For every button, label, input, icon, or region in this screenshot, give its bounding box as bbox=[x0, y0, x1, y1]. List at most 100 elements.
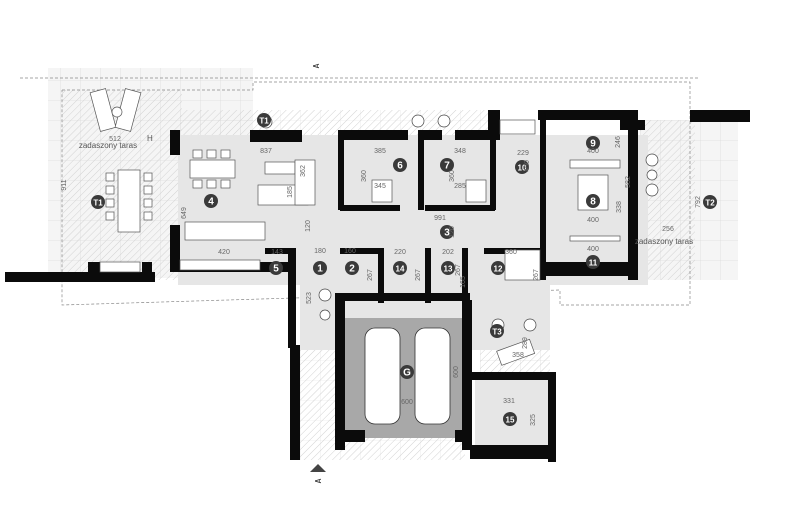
dimension-t2-depth: 792 bbox=[695, 196, 702, 208]
dimension-r12-width: 360 bbox=[505, 249, 517, 256]
room-badge-8: 8 bbox=[586, 194, 600, 208]
dimension-garage-depth: 600 bbox=[453, 366, 460, 378]
dimension-r7-width: 285 bbox=[454, 183, 466, 190]
room-number: 5 bbox=[273, 264, 279, 275]
dimension-t2-width: 256 bbox=[662, 226, 674, 233]
dimension-r2-depth: 267 bbox=[367, 269, 374, 281]
room-number: 7 bbox=[444, 161, 450, 172]
room-number: T1 bbox=[93, 199, 103, 208]
room-number: T2 bbox=[705, 199, 715, 208]
dimension-r5-width: 143 bbox=[271, 249, 283, 256]
dimension-r14-width: 220 bbox=[394, 249, 406, 256]
room-badge-6: 6 bbox=[393, 158, 407, 172]
cars bbox=[364, 327, 451, 425]
dimension-r7-depth: 360 bbox=[449, 170, 456, 182]
room-badge-5: 5 bbox=[269, 261, 283, 275]
dimension-r14-depth: 267 bbox=[415, 269, 422, 281]
dimension-r2-width: 160 bbox=[344, 248, 356, 255]
room-number: 2 bbox=[349, 264, 355, 275]
dimension-kitchen-width: 420 bbox=[218, 249, 230, 256]
room-badge-9: 9 bbox=[586, 136, 600, 150]
dimension-r9-depth: 246 bbox=[615, 136, 622, 148]
svg-text:A: A bbox=[312, 63, 321, 68]
dimension-r8-depth: 338 bbox=[616, 201, 623, 213]
room-number: 14 bbox=[396, 265, 405, 274]
dimension-r13-width: 202 bbox=[442, 249, 454, 256]
svg-text:A: A bbox=[314, 478, 323, 483]
section-marker-top: A bbox=[312, 63, 321, 68]
dimension-r7-top: 348 bbox=[454, 148, 466, 155]
dimension-r13-depth: 267 bbox=[455, 264, 462, 276]
dimension-r13-sub: 165 bbox=[460, 276, 467, 288]
room-badge-t2: T2 bbox=[703, 195, 717, 209]
room-number: 13 bbox=[444, 265, 453, 274]
room-badge-12: 12 bbox=[491, 261, 505, 275]
dimension-r10-depth: 450 bbox=[524, 160, 531, 172]
terrace-label-t2: zadaszony taras bbox=[635, 237, 693, 246]
room-badge-15: 15 bbox=[503, 412, 517, 426]
room-number: 11 bbox=[589, 259, 598, 268]
section-marker-bottom: A bbox=[310, 464, 326, 483]
dimension-r15-width: 331 bbox=[503, 398, 515, 405]
room-badge-t1a: T1 bbox=[91, 195, 105, 209]
dimension-sofa-b: 185 bbox=[287, 186, 294, 198]
room-badge-t1b: T1 bbox=[257, 113, 271, 127]
svg-text:zadaszony taras: zadaszony taras bbox=[635, 237, 693, 246]
room-badge-2: 2 bbox=[345, 261, 359, 275]
section-arrow-icon bbox=[310, 464, 326, 472]
dimension-r12-depth: 267 bbox=[533, 269, 540, 281]
terrace-label-t1: zadaszony taras bbox=[79, 141, 137, 150]
room-badge-7: 7 bbox=[440, 158, 454, 172]
room-number: 9 bbox=[590, 139, 596, 150]
dimension-sofa-a: 362 bbox=[300, 165, 307, 177]
room-badge-g: G bbox=[400, 365, 414, 379]
dimension-r10-width: 229 bbox=[517, 150, 529, 157]
room-number: 6 bbox=[397, 161, 403, 172]
dimension-t1-width: 512 bbox=[109, 136, 121, 143]
dimension-hall-120a: 120 bbox=[305, 220, 312, 232]
room-badge-t3: T3 bbox=[490, 324, 504, 338]
room-badge-1: 1 bbox=[313, 261, 327, 275]
dimension-t1-depth: 911 bbox=[61, 179, 68, 190]
dimension-r6-depth: 360 bbox=[361, 170, 368, 182]
dimension-r9-width: 400 bbox=[587, 148, 599, 155]
room-badge-10: 10 bbox=[515, 160, 529, 174]
dimension-r15-depth: 325 bbox=[530, 414, 537, 426]
dimension-r1-depth: 523 bbox=[306, 292, 313, 304]
dimension-living-depth: 649 bbox=[181, 207, 188, 219]
room-number: 12 bbox=[494, 265, 503, 274]
dimension-r8-total: 582 bbox=[625, 176, 632, 188]
dimension-living-width: 837 bbox=[260, 148, 272, 155]
room-badge-3: 3 bbox=[440, 225, 454, 239]
room-badge-4: 4 bbox=[204, 194, 218, 208]
room-number: 10 bbox=[518, 164, 527, 173]
room-badge-14: 14 bbox=[393, 261, 407, 275]
room-number: G bbox=[403, 368, 411, 379]
terrace-h-label: H bbox=[147, 134, 153, 143]
room-number: T1 bbox=[259, 117, 269, 126]
dimension-r11-width: 400 bbox=[587, 246, 599, 253]
room-number: 1 bbox=[317, 264, 323, 275]
dimension-corridor-w: 120 bbox=[449, 226, 456, 238]
room-number: 15 bbox=[506, 416, 515, 425]
room-number: 4 bbox=[208, 197, 214, 208]
room-badge-13: 13 bbox=[441, 261, 455, 275]
furniture bbox=[89, 88, 621, 366]
dimension-t3-width: 358 bbox=[512, 352, 524, 359]
walls bbox=[5, 110, 750, 462]
dimension-r8-width: 400 bbox=[587, 217, 599, 224]
dimension-r1-width: 180 bbox=[314, 248, 326, 255]
room-number: 8 bbox=[590, 197, 596, 208]
dimension-r6-top: 385 bbox=[374, 148, 386, 155]
dimension-r6-width: 345 bbox=[374, 183, 386, 190]
dimension-garage-width: 600 bbox=[401, 399, 413, 406]
roof-outline bbox=[20, 77, 700, 306]
room-badge-11: 11 bbox=[586, 255, 600, 269]
room-number: 3 bbox=[444, 228, 450, 239]
dimension-t3-depth: 289 bbox=[522, 337, 529, 349]
room-number: T3 bbox=[492, 328, 502, 337]
svg-text:zadaszony taras: zadaszony taras bbox=[79, 141, 137, 150]
